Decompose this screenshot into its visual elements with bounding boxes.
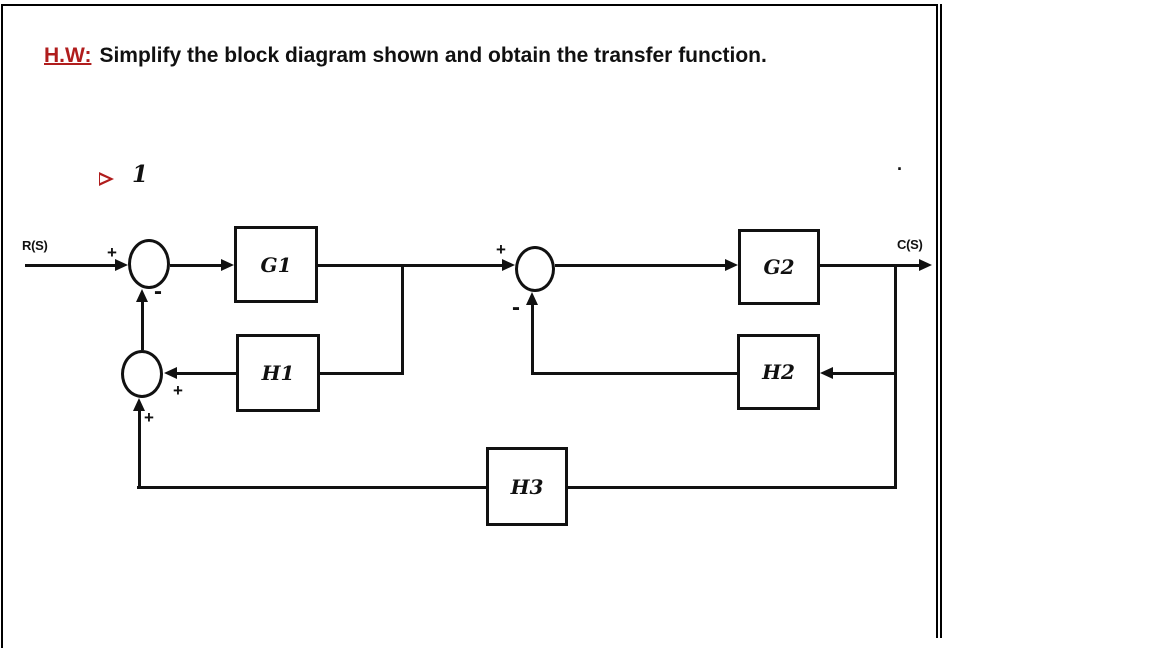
line-output-takeoff-vertical [894,264,897,489]
block-h1-label: H1 [261,361,295,385]
slide-border-right-outer [936,4,938,638]
arrow-output-icon [919,259,932,271]
arrow-into-g1-icon [221,259,234,271]
line-h1-to-sum2 [177,372,236,375]
arrow-into-sum3-bottom-icon [526,292,538,305]
line-into-h1 [320,372,404,375]
summing-junction-1 [128,239,170,289]
block-h2-label: H2 [762,360,795,384]
slide-border-top [1,4,938,6]
line-h2-to-sum3-vertical [531,305,534,375]
line-h2-to-sum3-horizontal [532,372,737,375]
page-title: H.W: Simplify the block diagram shown and… [44,40,834,71]
sum3-minus-sign: - [512,294,520,321]
block-g2: G2 [738,229,820,305]
arrow-into-sum1-icon [115,259,128,271]
line-sum2-to-sum1 [141,302,144,350]
arrow-into-g2-icon [725,259,738,271]
sum1-minus-sign: - [154,278,162,305]
hw-tag: H.W: [44,44,92,67]
summing-junction-2 [121,350,163,398]
arrowhead-bullet-icon [99,172,114,186]
sum1-plus-sign: + [107,243,117,262]
slide-border-right-inner [940,4,942,638]
block-g2-label: G2 [763,255,795,279]
block-h1: H1 [236,334,320,412]
bullet-number: 1 [132,161,149,188]
arrow-into-h2-icon [820,367,833,379]
arrow-into-sum2-right-icon [164,367,177,379]
line-sum1-to-g1 [170,264,222,267]
line-h3-to-sum2-vertical [138,411,141,489]
sum2-plus-bottom-sign: + [144,408,154,427]
line-output-to-h3 [568,486,897,489]
line-input [25,264,116,267]
sum2-plus-right-sign: + [173,381,183,400]
block-g1-label: G1 [260,252,292,277]
line-takeoff-g1-vertical [401,264,404,375]
line-sum3-to-g2 [555,264,726,267]
summing-junction-3 [515,246,555,292]
sum3-plus-sign: + [496,240,506,259]
arrow-into-sum2-bottom-icon [133,398,145,411]
stray-dot: . [897,154,903,174]
line-h3-to-sum2-horizontal [137,486,486,489]
block-h2: H2 [737,334,820,410]
line-g1-to-sum3 [318,264,503,267]
block-h3: H3 [486,447,568,526]
output-label: C(S) [897,237,923,252]
block-h3-label: H3 [510,474,544,499]
arrow-into-sum3-icon [502,259,515,271]
slide-border-left [1,4,3,648]
line-into-h2 [833,372,897,375]
heading-text: Simplify the block diagram shown and obt… [99,44,767,67]
block-g1: G1 [234,226,318,303]
line-g2-to-output [820,264,920,267]
arrow-into-sum1-bottom-icon [136,289,148,302]
input-label: R(S) [22,238,48,253]
